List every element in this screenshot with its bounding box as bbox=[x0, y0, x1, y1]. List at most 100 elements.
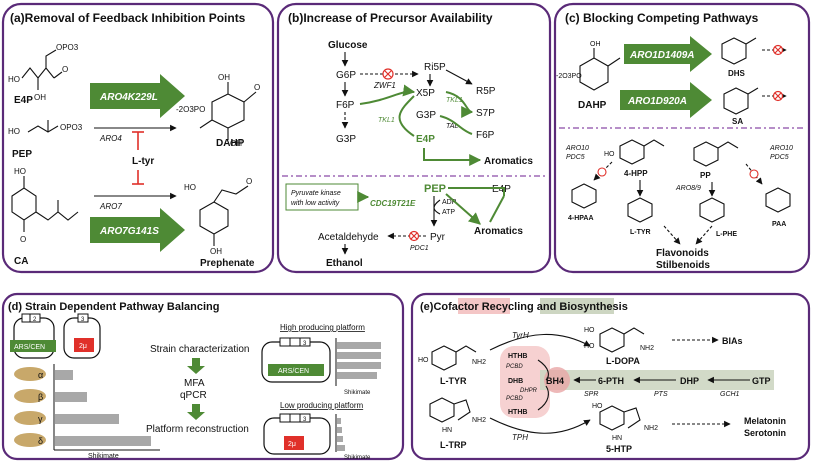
stilbenoids-label: Stilbenoids bbox=[656, 260, 710, 271]
panel-e-title: (e)Cofactor Recycling and Biosynthesis bbox=[420, 301, 628, 313]
tph-label: TPH bbox=[512, 433, 528, 442]
lphe-label: L-PHE bbox=[716, 231, 737, 238]
dahp-structure: -2O3PO OH O OH bbox=[176, 73, 260, 148]
pp-structure bbox=[693, 141, 739, 167]
ltyr-c-structure bbox=[627, 197, 653, 223]
pp-label: PP bbox=[700, 171, 711, 180]
ldopa-label: L-DOPA bbox=[606, 356, 640, 366]
ltrp-structure bbox=[429, 397, 471, 423]
aro10b-label: ARO10 bbox=[769, 145, 793, 152]
e4p-label-b: E4P bbox=[416, 134, 435, 145]
adp-label: ADP bbox=[442, 199, 457, 206]
tkl1b-label: TKL1 bbox=[378, 117, 395, 124]
lphe-structure bbox=[699, 197, 725, 223]
ca-structure: HO O bbox=[11, 167, 79, 244]
shikimate-axis-1: Shikimate bbox=[88, 453, 119, 460]
svg-text:NH2: NH2 bbox=[472, 417, 486, 424]
pdc5a-label: PDC5 bbox=[566, 154, 585, 161]
ltyr-c-label: L-TYR bbox=[630, 229, 651, 236]
panel-c: (c) Blocking Competing Pathways -2O3PO O… bbox=[553, 2, 811, 274]
spr-label: SPR bbox=[584, 391, 598, 398]
g6p-label: G6P bbox=[336, 70, 356, 81]
svg-text:O: O bbox=[62, 65, 68, 74]
shikimate-axis-3: Shikimate bbox=[344, 455, 371, 461]
svg-text:OPO3: OPO3 bbox=[60, 123, 83, 132]
shikimate-axis-2: Shikimate bbox=[344, 390, 371, 396]
svg-text:β: β bbox=[38, 392, 43, 402]
zwf1-label: ZWF1 bbox=[373, 81, 396, 90]
dhs-structure bbox=[721, 37, 757, 65]
svg-text:OH: OH bbox=[34, 93, 46, 102]
svg-text:-2O3PO: -2O3PO bbox=[176, 105, 205, 114]
aro4-arrow: ARO4K229L bbox=[90, 74, 185, 118]
pth-label: 6-PTH bbox=[598, 376, 624, 386]
mfa-label: MFA bbox=[184, 378, 205, 389]
e4p2-label: E4P bbox=[492, 184, 511, 195]
melatonin-label: Melatonin bbox=[744, 416, 786, 426]
gtp-label: GTP bbox=[752, 376, 771, 386]
aro1b-arrow: ARO1D920A bbox=[620, 82, 712, 118]
pcbd2-label: PCBD bbox=[506, 396, 523, 402]
svg-text:OH: OH bbox=[590, 41, 601, 48]
pdc1-label: PDC1 bbox=[410, 245, 429, 252]
svg-text:O: O bbox=[246, 177, 252, 186]
pk-line2: with low activity bbox=[291, 200, 340, 207]
pdc5b-label: PDC5 bbox=[770, 154, 789, 161]
svg-text:NH2: NH2 bbox=[644, 425, 658, 432]
aromatics2-label: Aromatics bbox=[474, 226, 523, 237]
sa-label: SA bbox=[732, 117, 743, 126]
hpaa-structure bbox=[571, 183, 597, 209]
aromatics-label: Aromatics bbox=[484, 156, 533, 167]
ltrp-label: L-TRP bbox=[440, 440, 467, 450]
tal-label: TAL bbox=[446, 123, 458, 130]
svg-text:HO: HO bbox=[418, 357, 429, 364]
ltyr-e-structure bbox=[431, 345, 477, 371]
gch1-label: GCH1 bbox=[720, 391, 740, 398]
svg-text:HO: HO bbox=[8, 75, 20, 84]
aro89-label: ARO8/9 bbox=[675, 185, 701, 192]
pts-label: PTS bbox=[654, 391, 668, 398]
dahp-label: DAHP bbox=[216, 138, 245, 149]
aro7-arrow: ARO7G141S bbox=[90, 208, 185, 252]
dhs-label: DHS bbox=[728, 69, 746, 78]
svg-text:O: O bbox=[20, 235, 26, 244]
svg-text:-2O3PO: -2O3PO bbox=[556, 73, 582, 80]
htp-label: 5-HTP bbox=[606, 444, 632, 454]
pk-line1: Pyruvate kinase bbox=[291, 190, 341, 197]
svg-text:3: 3 bbox=[303, 341, 307, 347]
cdc19-label: CDC19T21E bbox=[370, 199, 416, 208]
panel-a-title: (a)Removal of Feedback Inhibition Points bbox=[10, 11, 246, 25]
svg-text:ARO4K229L: ARO4K229L bbox=[99, 92, 158, 103]
ri5p-label: Ri5P bbox=[424, 62, 446, 73]
svg-text:HO: HO bbox=[604, 151, 615, 158]
svg-text:2: 2 bbox=[33, 317, 37, 323]
e4p-label: E4P bbox=[14, 95, 33, 106]
aro4-label: ARO4 bbox=[99, 134, 122, 143]
aro7-label: ARO7 bbox=[99, 202, 122, 211]
svg-text:OH: OH bbox=[218, 73, 230, 82]
svg-text:HN: HN bbox=[442, 427, 452, 434]
tkl1-label: TKL1 bbox=[446, 97, 463, 104]
panel-d: (d) Strain Dependent Pathway Balancing 2… bbox=[1, 292, 405, 461]
svg-text:HO: HO bbox=[14, 167, 26, 176]
qpcr-label: qPCR bbox=[180, 390, 207, 401]
r5p-label: R5P bbox=[476, 86, 496, 97]
hpaa-label: 4-HPAA bbox=[568, 215, 594, 222]
platform-label: Platform reconstruction bbox=[146, 424, 249, 435]
strain-char-label: Strain characterization bbox=[150, 344, 250, 355]
svg-text:HO: HO bbox=[8, 127, 20, 136]
aro1a-arrow: ARO1D1409A bbox=[624, 36, 712, 72]
svg-text:ARO7G141S: ARO7G141S bbox=[99, 226, 159, 237]
dhpr-label: DHPR bbox=[520, 388, 538, 394]
dahp-c-label: DAHP bbox=[578, 100, 607, 111]
ldopa-structure bbox=[599, 327, 645, 353]
e4p-structure: HO OH OPO3 O bbox=[8, 43, 79, 102]
ltyr-e-label: L-TYR bbox=[440, 376, 467, 386]
high-platform-label: High producing platform bbox=[280, 323, 365, 332]
dhp-label: DHP bbox=[680, 376, 699, 386]
panel-b-title: (b)Increase of Precursor Availability bbox=[288, 11, 493, 25]
pep-label: PEP bbox=[12, 149, 32, 160]
htp-structure bbox=[599, 405, 641, 431]
ltyr-inhibitor: L-tyr bbox=[132, 156, 154, 167]
